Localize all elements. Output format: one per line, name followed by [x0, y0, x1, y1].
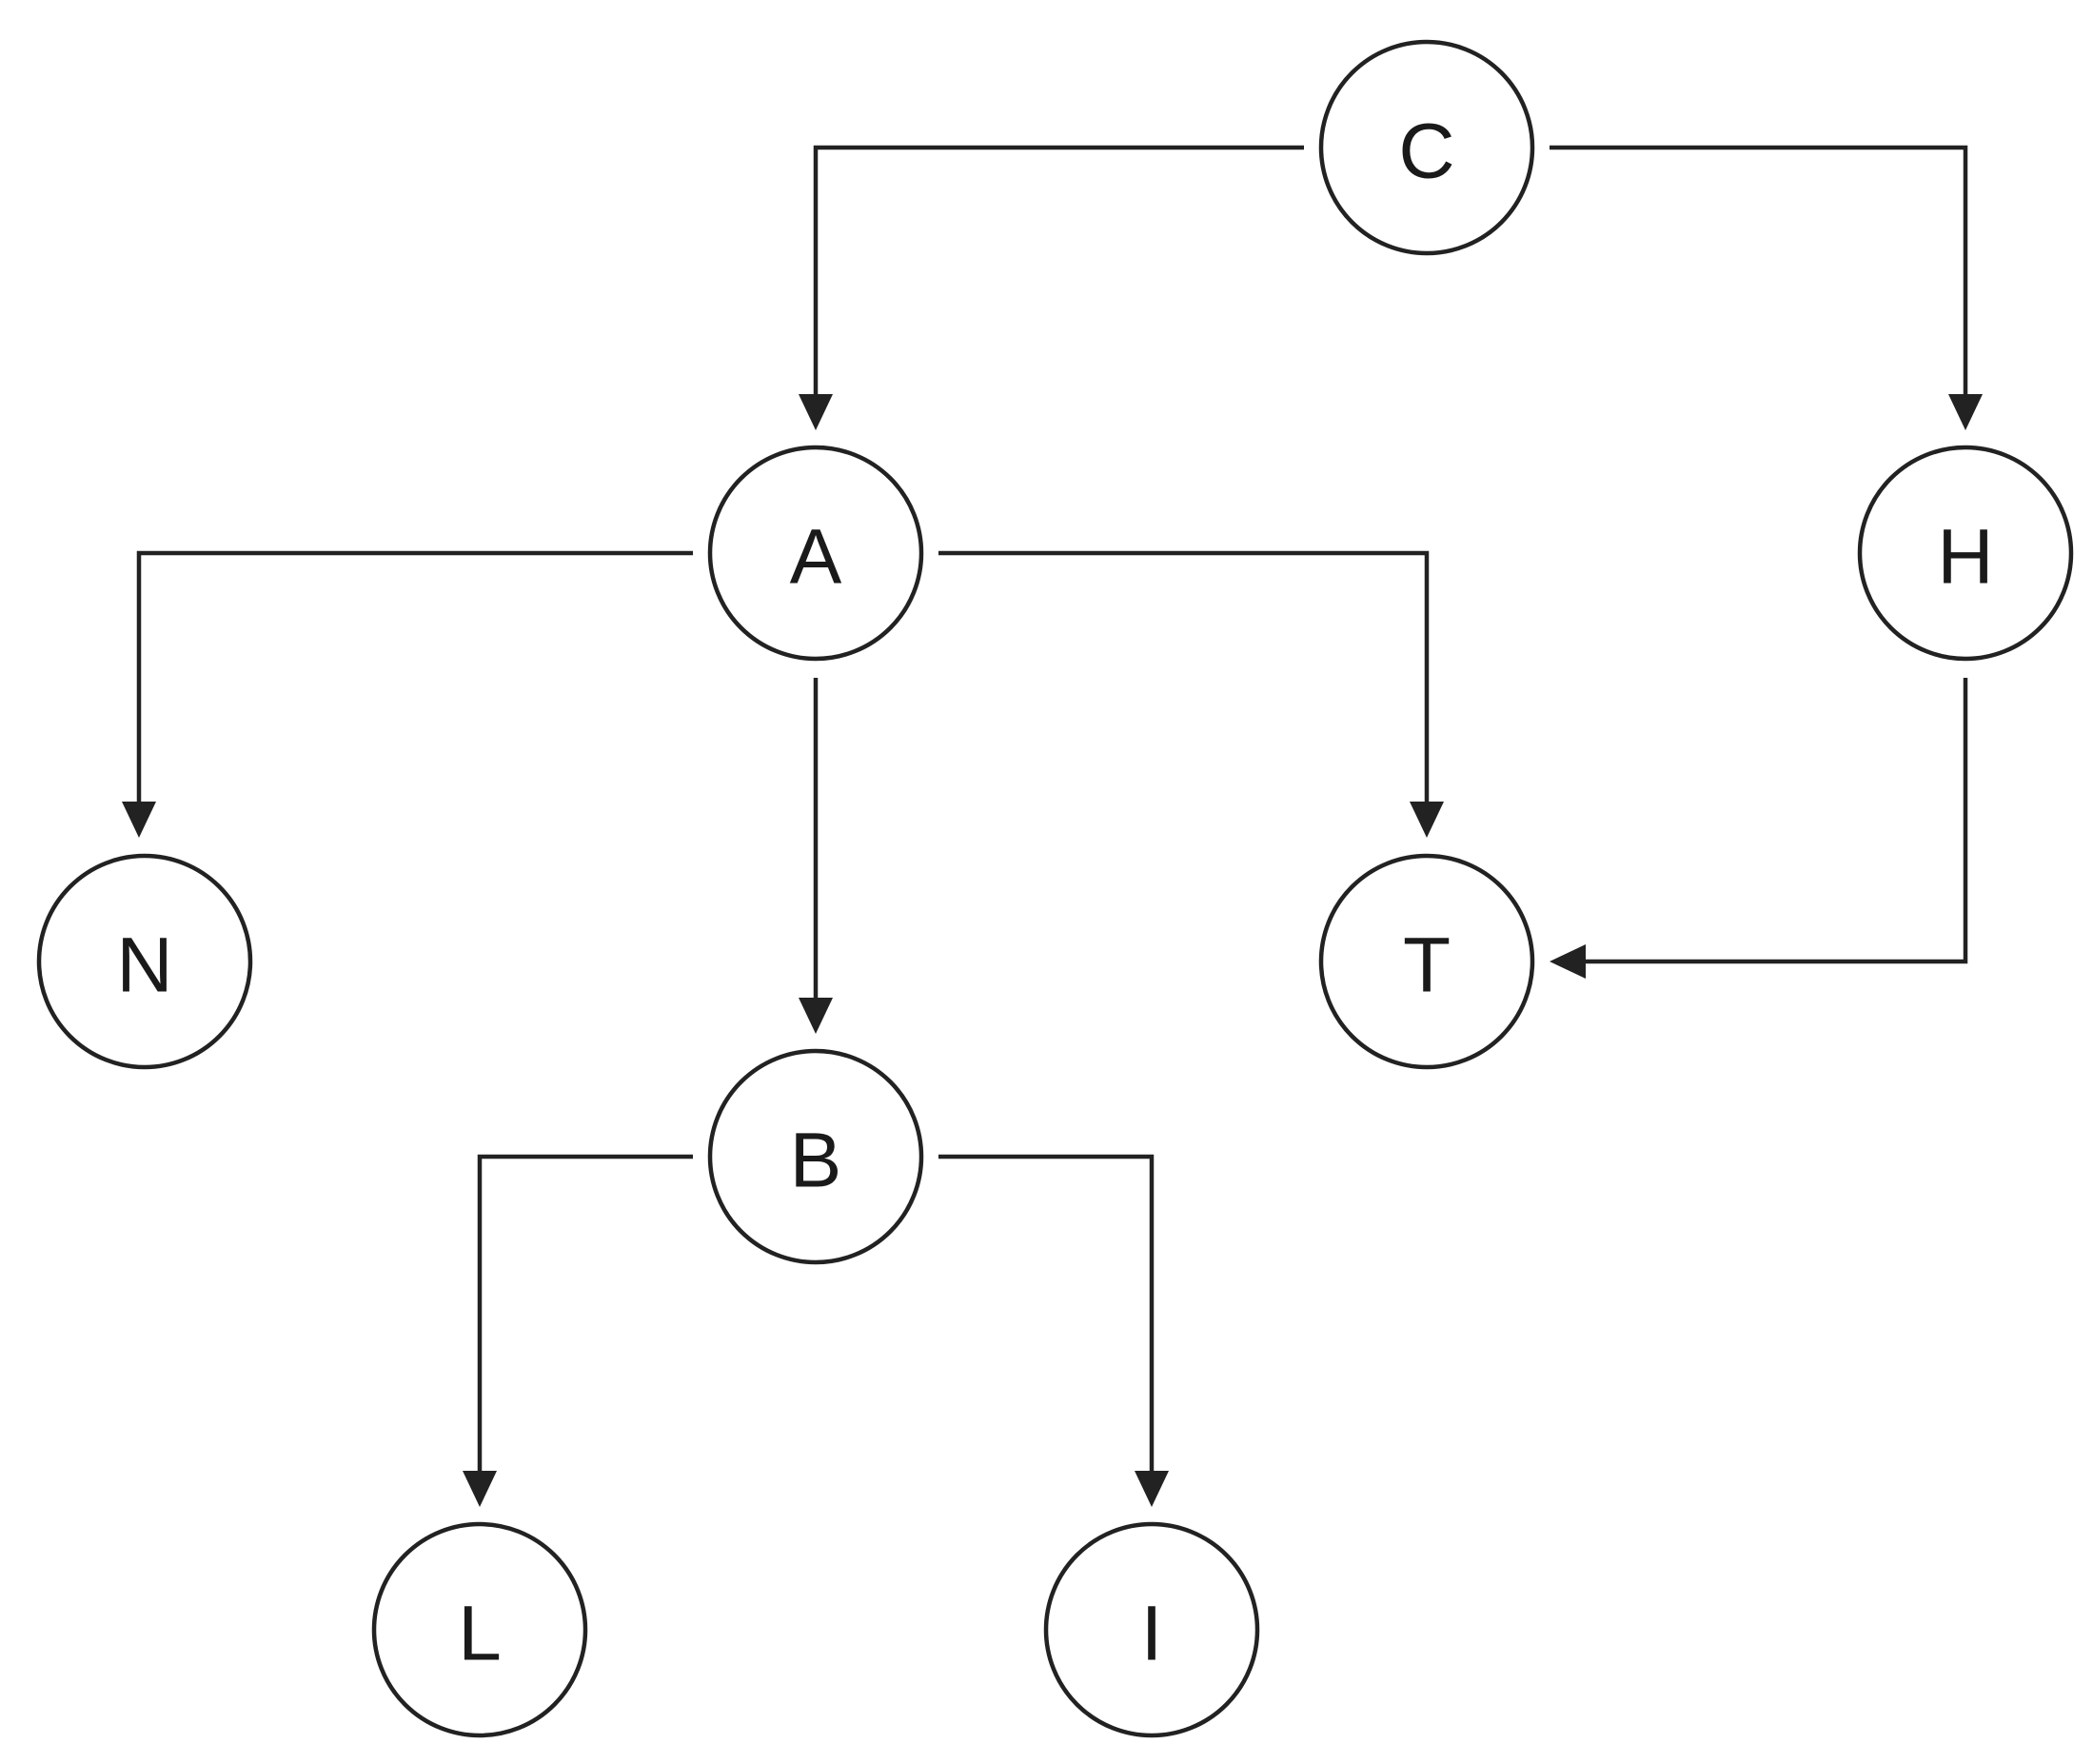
node-n: N [36, 853, 253, 1070]
edge-c-to-h [1550, 145, 1983, 430]
edge-line [1584, 678, 1968, 964]
arrowhead-icon [799, 394, 833, 430]
node-circle [36, 853, 253, 1070]
node-label: T [1403, 922, 1451, 1009]
node-t: T [1318, 853, 1535, 1070]
node-h: H [1857, 445, 2074, 662]
node-c: C [1318, 39, 1535, 256]
edge-c-to-a [799, 145, 1304, 430]
arrowhead-icon [1410, 802, 1444, 838]
arrowhead-icon [1948, 394, 1983, 430]
edge-line [477, 1154, 693, 1473]
nodes-layer: C A H N T B L I [36, 39, 2074, 1738]
edge-line [1550, 145, 1968, 396]
arrowhead-icon [122, 802, 156, 838]
node-circle [371, 1521, 588, 1738]
edge-h-to-t [1550, 678, 1968, 979]
node-label: L [458, 1591, 502, 1677]
edge-line [938, 1154, 1155, 1473]
edge-a-to-t [938, 550, 1444, 838]
node-circle [1857, 445, 2074, 662]
node-l: L [371, 1521, 588, 1738]
arrowhead-icon [799, 998, 833, 1034]
edge-b-to-l [463, 1154, 693, 1507]
edge-line [938, 550, 1430, 803]
node-b: B [707, 1048, 924, 1265]
node-circle [707, 1048, 924, 1265]
edge-line [136, 550, 693, 803]
node-a: A [707, 445, 924, 662]
arrowhead-icon [463, 1471, 497, 1507]
node-circle [1318, 39, 1535, 256]
node-label: A [790, 514, 842, 601]
node-label: I [1141, 1591, 1163, 1677]
node-i: I [1043, 1521, 1260, 1738]
node-label: C [1398, 109, 1454, 195]
node-label: B [790, 1118, 842, 1204]
node-circle [1043, 1521, 1260, 1738]
edge-line [813, 145, 1304, 396]
node-label: H [1937, 514, 1993, 601]
arrowhead-icon [1550, 944, 1586, 979]
edge-a-to-n [122, 550, 693, 838]
edges-layer [122, 145, 1983, 1507]
edge-a-to-b [799, 678, 833, 1034]
edge-b-to-i [938, 1154, 1169, 1507]
node-circle [707, 445, 924, 662]
node-label: N [116, 922, 172, 1009]
arrowhead-icon [1135, 1471, 1169, 1507]
node-circle [1318, 853, 1535, 1070]
